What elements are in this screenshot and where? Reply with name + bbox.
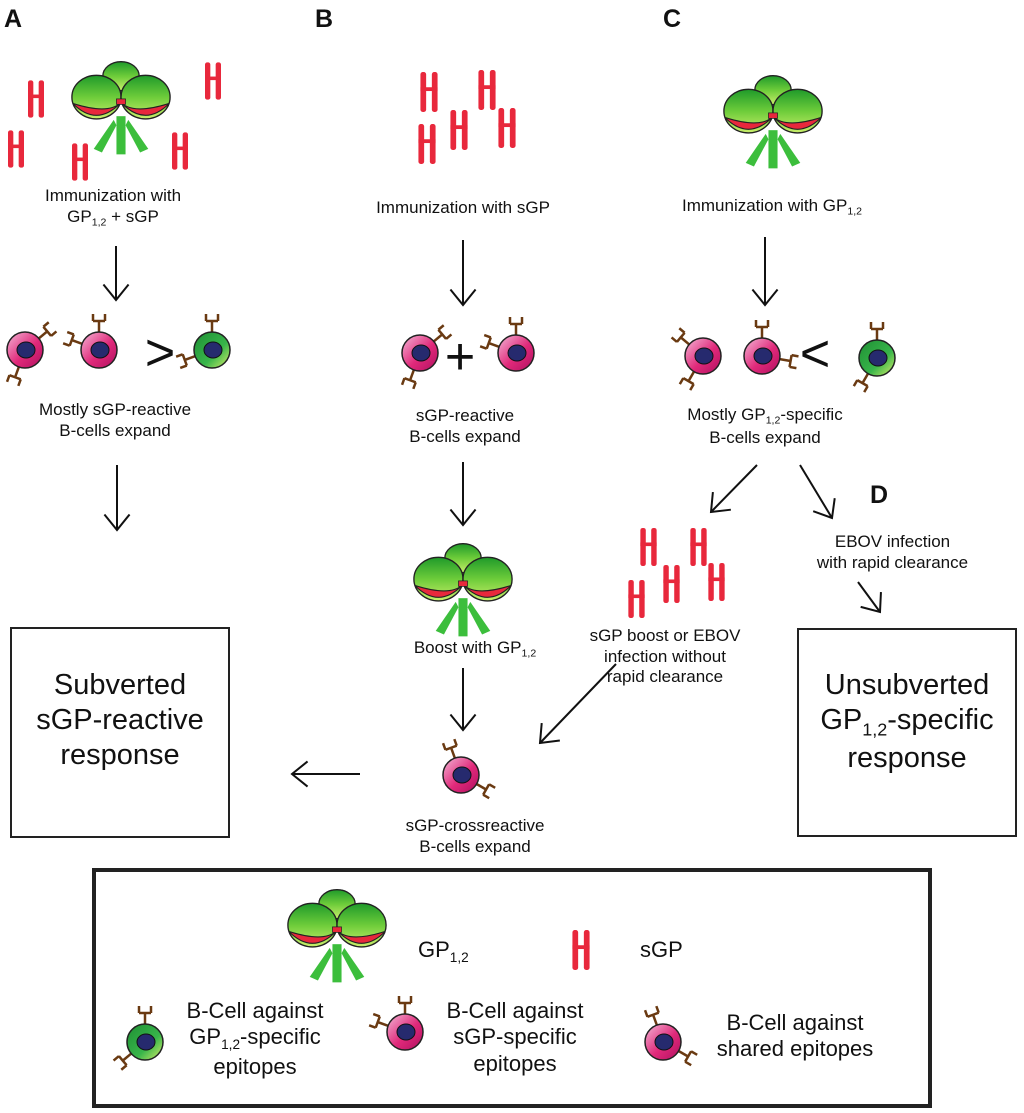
- col-c-arrow-1: [751, 237, 779, 307]
- col-b-sgp-dimer: [420, 72, 438, 112]
- col-b-bcell-crossreactive: [441, 738, 496, 800]
- legend-bcell-shared-icon: [643, 1005, 698, 1067]
- col-b-plus-sign: +: [444, 328, 476, 386]
- col-c-immunization-label: Immunization with GP1,2: [682, 196, 862, 218]
- col-b-sgp-dimer: [498, 108, 516, 148]
- col-b-immunization-label: Immunization with sGP: [376, 198, 550, 217]
- col-b-arrow-3: [449, 668, 477, 732]
- col-c-sgp-dimer: [640, 528, 657, 566]
- panel-label-c: C: [663, 5, 682, 33]
- col-b-sgp-dimer: [418, 124, 436, 164]
- col-a-sgp-dimer: [8, 130, 24, 168]
- col-a-sgp-dimer: [172, 132, 188, 170]
- col-a-bcell-gp-specific: [175, 314, 231, 370]
- col-c-bcell-sgp-specific: [743, 320, 799, 375]
- col-a-expansion-label: Mostly sGP-reactive B-cells expand: [38, 400, 192, 440]
- col-b-gp12-boost: [413, 542, 513, 638]
- legend-bcell-gp-icon: [112, 1006, 164, 1071]
- col-a-arrow-2: [103, 465, 131, 532]
- col-b-crossreactive-label: sGP-crossreactive B-cells expand: [405, 816, 545, 856]
- legend-bcell-shared-label: B-Cell against shared epitopes: [716, 1010, 874, 1062]
- legend-bcell-sgp-icon: [368, 996, 424, 1051]
- col-b-arrow-2: [449, 462, 477, 527]
- col-c-arrow-left: [709, 464, 758, 514]
- col-a-sgp-dimer: [72, 143, 88, 181]
- col-c-sgp-dimer: [708, 563, 725, 601]
- legend-box: [92, 868, 932, 1108]
- col-c-sgp-dimer: [690, 528, 707, 566]
- col-a-bcell-shared: [5, 321, 58, 387]
- col-a-gp12-glycoprotein: [71, 60, 171, 156]
- panel-label-b: B: [315, 5, 334, 33]
- legend-bcell-gp-label: B-Cell against GP1,2-specific epitopes: [186, 998, 324, 1079]
- unsubverted-response-label: Unsubverted GP1,2-specific response: [820, 669, 994, 774]
- legend-sgp-label: sGP: [640, 937, 683, 962]
- panel-label-d: D: [870, 481, 889, 509]
- col-b-sgp-dimer: [450, 110, 468, 150]
- col-d-ebov-label: EBOV infection with rapid clearance: [816, 532, 969, 572]
- col-c-sgp-dimer: [663, 565, 680, 603]
- col-a-bcell-sgp-specific: [62, 314, 118, 369]
- col-b-sgp-dimer: [478, 70, 496, 110]
- col-c-arrow-right: [799, 464, 836, 520]
- col-a-sgp-dimer: [205, 62, 221, 100]
- col-c-sgp-dimer: [628, 580, 645, 618]
- col-b-expansion-label: sGP-reactive B-cells expand: [409, 406, 521, 446]
- col-b-arrow-1: [449, 240, 477, 307]
- col-d-arrow-to-unsubverted: [857, 581, 882, 614]
- col-c-bcell-gp-specific: [852, 322, 896, 393]
- col-b-bcell-sgp-specific: [479, 317, 535, 372]
- col-c-arrow-to-crossreactive: [538, 663, 617, 745]
- col-c-less-than-sign: <: [799, 325, 831, 383]
- subverted-response-label: Subverted sGP-reactive response: [36, 669, 204, 771]
- col-b-boost-label: Boost with GP1,2: [413, 638, 537, 660]
- col-c-sgp-boost-label: sGP boost or EBOV infection without rapi…: [589, 626, 741, 687]
- col-a-immunization-label: Immunization with GP1,2 + sGP: [44, 186, 182, 229]
- unsubverted-response-box: [797, 628, 1017, 837]
- arrow-to-subverted-response: [290, 760, 360, 788]
- legend-gp-label: GP1,2: [418, 937, 469, 965]
- col-c-bcell-shared: [670, 327, 722, 391]
- legend-bcell-sgp-label: B-Cell against sGP-specific epitopes: [446, 998, 584, 1076]
- col-a-sgp-dimer: [28, 80, 44, 118]
- col-b-bcell-shared: [400, 324, 453, 390]
- col-c-expansion-label: Mostly GP1,2-specific B-cells expand: [687, 405, 843, 447]
- col-a-arrow-1: [102, 246, 130, 302]
- col-c-gp12-glycoprotein: [723, 74, 823, 170]
- subverted-response-box: [10, 627, 230, 838]
- panel-label-a: A: [4, 5, 23, 33]
- col-a-greater-than-sign: >: [144, 324, 176, 382]
